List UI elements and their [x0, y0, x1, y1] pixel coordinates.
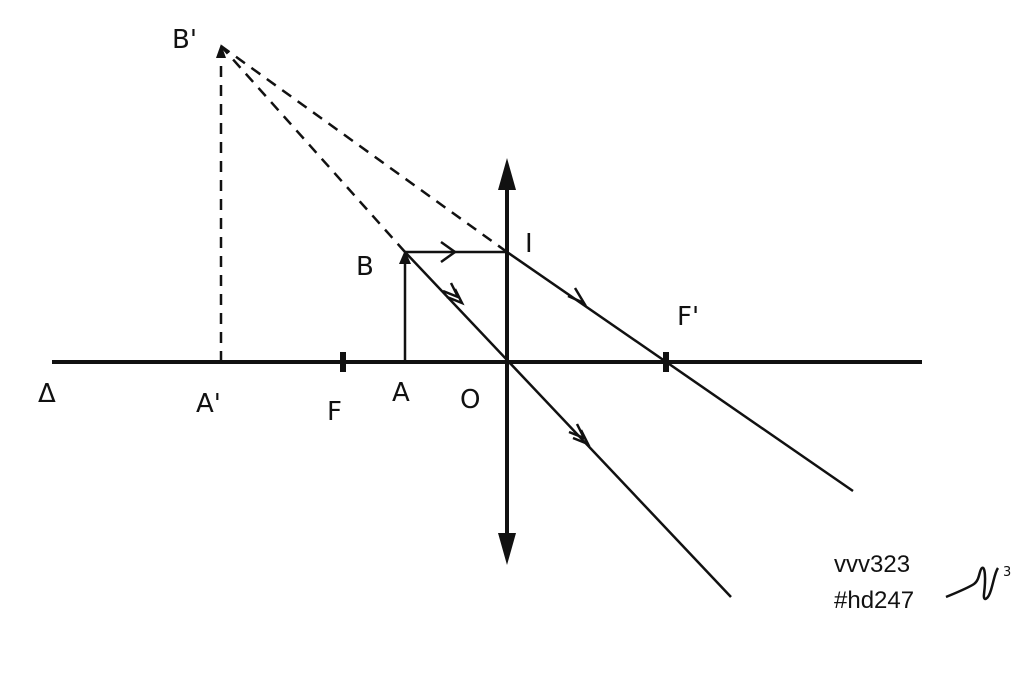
virtual-image-arrowhead: [216, 44, 226, 58]
label-delta: Δ: [38, 379, 56, 409]
ray-center-arrow-lower-2: [572, 429, 591, 447]
label-f: F: [327, 397, 342, 427]
label-f-prime: F': [677, 302, 699, 332]
ray-refracted-arrow: [567, 287, 588, 306]
ray-through-center: [404, 251, 732, 598]
signature-scribble: [945, 566, 1000, 601]
extension-center-ray: [220, 45, 406, 253]
ray-center-arrow-upper-2: [446, 288, 465, 306]
lens-bottom-arrowhead: [498, 533, 516, 565]
extension-refracted-ray: [220, 44, 508, 254]
label-a: A: [392, 378, 410, 408]
label-a-prime: A': [196, 389, 221, 419]
label-b: B: [356, 252, 374, 282]
object-arrowhead: [399, 250, 411, 264]
label-o: O: [460, 385, 480, 415]
lens-top-arrowhead: [498, 158, 516, 190]
label-i: I: [525, 229, 533, 259]
ray-refracted-through-f-prime: [506, 250, 854, 493]
signature-mark-superscript: 3: [1003, 565, 1011, 580]
signature-line-1: vvv323: [834, 551, 910, 578]
ray-parallel-arrow: [440, 240, 458, 264]
label-b-prime: B': [172, 25, 197, 55]
signature-line-2: #hd247: [834, 587, 914, 614]
